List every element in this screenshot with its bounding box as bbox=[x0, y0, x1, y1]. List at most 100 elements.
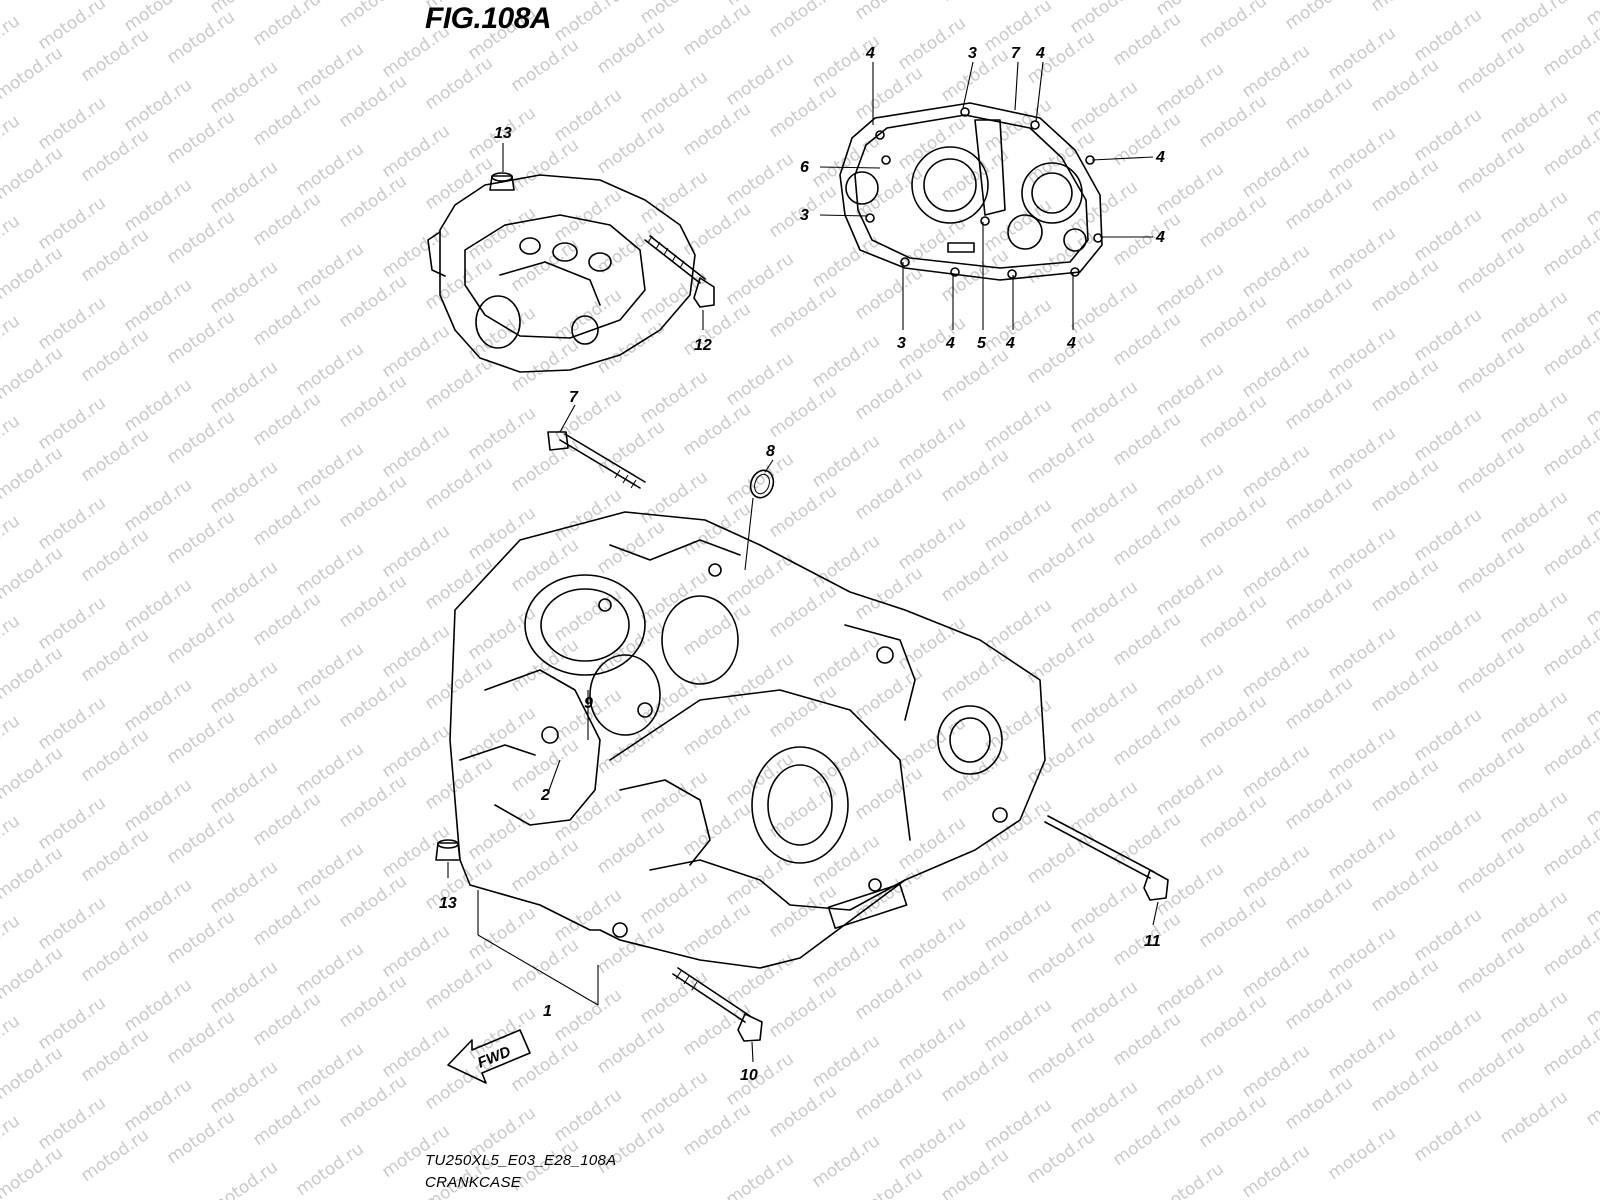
watermark-text: motod.ru bbox=[464, 903, 539, 964]
watermark-text: motod.ru bbox=[593, 417, 668, 478]
watermark-text: motod.ru bbox=[163, 107, 238, 168]
watermark-text: motod.ru bbox=[1023, 1027, 1098, 1088]
watermark-text: motod.ru bbox=[1539, 419, 1600, 480]
watermark-text: motod.ru bbox=[378, 621, 453, 682]
watermark-text: motod.ru bbox=[593, 17, 668, 78]
watermark-text: motod.ru bbox=[980, 295, 1055, 356]
watermark-text: motod.ru bbox=[335, 1071, 410, 1132]
watermark-text: motod.ru bbox=[163, 607, 238, 668]
watermark-text: motod.ru bbox=[206, 657, 281, 718]
watermark-text: motod.ru bbox=[1066, 777, 1141, 838]
watermark-text: motod.ru bbox=[1066, 677, 1141, 738]
watermark-text: motod.ru bbox=[206, 957, 281, 1018]
watermark-text: motod.ru bbox=[808, 1131, 883, 1192]
watermark-text: motod.ru bbox=[1367, 455, 1442, 516]
watermark-text: motod.ru bbox=[34, 793, 109, 854]
watermark-text: motod.ru bbox=[464, 303, 539, 364]
watermark-text: motod.ru bbox=[292, 1039, 367, 1100]
watermark-text: motod.ru bbox=[851, 263, 926, 324]
watermark-text: motod.ru bbox=[1496, 787, 1571, 848]
watermark-text: motod.ru bbox=[765, 581, 840, 642]
watermark-text: motod.ru bbox=[1195, 691, 1270, 752]
watermark-text: motod.ru bbox=[249, 0, 324, 50]
watermark-text: motod.ru bbox=[120, 375, 195, 436]
watermark-text: motod.ru bbox=[679, 1099, 754, 1160]
watermark-text: motod.ru bbox=[1582, 769, 1600, 830]
model-code: TU250XL5_E03_E28_108A bbox=[425, 1152, 617, 1169]
watermark-text: motod.ru bbox=[34, 693, 109, 754]
crankcase-face-drawing bbox=[839, 102, 1103, 281]
watermark-text: motod.ru bbox=[1496, 287, 1571, 348]
watermark-text: motod.ru bbox=[937, 1045, 1012, 1106]
watermark-text: motod.ru bbox=[1023, 627, 1098, 688]
watermark-text: motod.ru bbox=[1367, 955, 1442, 1016]
watermark-text: motod.ru bbox=[1238, 241, 1313, 302]
watermark-text: motod.ru bbox=[1281, 73, 1356, 134]
watermark-text: motod.ru bbox=[894, 413, 969, 474]
watermark-text: motod.ru bbox=[808, 631, 883, 692]
watermark-text: motod.ru bbox=[980, 495, 1055, 556]
watermark-text: motod.ru bbox=[507, 1035, 582, 1096]
watermark-text: motod.ru bbox=[1152, 1159, 1227, 1200]
watermark-text: motod.ru bbox=[34, 893, 109, 954]
watermark-text: motod.ru bbox=[722, 149, 797, 210]
watermark-text: motod.ru bbox=[1453, 1037, 1528, 1098]
watermark-text: motod.ru bbox=[1023, 527, 1098, 588]
watermark-text: motod.ru bbox=[851, 663, 926, 724]
callout-13: 13 bbox=[439, 895, 457, 912]
watermark-text: motod.ru bbox=[0, 611, 24, 672]
watermark-text: motod.ru bbox=[894, 513, 969, 574]
watermark-text: motod.ru bbox=[421, 253, 496, 314]
watermark-text: motod.ru bbox=[1281, 673, 1356, 734]
watermark-text: motod.ru bbox=[1582, 169, 1600, 230]
watermark-text: motod.ru bbox=[593, 917, 668, 978]
watermark-text: motod.ru bbox=[378, 321, 453, 382]
cylinder-assembly-drawing bbox=[427, 172, 715, 373]
callout-10: 10 bbox=[740, 1067, 758, 1084]
watermark-text: motod.ru bbox=[808, 1031, 883, 1092]
watermark-text: motod.ru bbox=[0, 943, 67, 1004]
watermark-text: motod.ru bbox=[1281, 373, 1356, 434]
leader-lines bbox=[447, 61, 1159, 1063]
watermark-text: motod.ru bbox=[0, 511, 24, 572]
watermark-text: motod.ru bbox=[679, 699, 754, 760]
watermark-text: motod.ru bbox=[292, 439, 367, 500]
watermark-text: motod.ru bbox=[851, 963, 926, 1024]
watermark-text: motod.ru bbox=[1324, 23, 1399, 84]
watermark-text: motod.ru bbox=[77, 1025, 152, 1086]
watermark-text: motod.ru bbox=[636, 667, 711, 728]
watermark-text: motod.ru bbox=[1324, 1123, 1399, 1184]
watermark-text: motod.ru bbox=[0, 811, 24, 872]
watermark-text: motod.ru bbox=[1066, 977, 1141, 1038]
callout-4: 4 bbox=[1155, 229, 1165, 246]
callout-6: 6 bbox=[800, 159, 809, 176]
watermark-text: motod.ru bbox=[1496, 387, 1571, 448]
watermark-text: motod.ru bbox=[120, 75, 195, 136]
watermark-text: motod.ru bbox=[1238, 641, 1313, 702]
watermark-text: motod.ru bbox=[1152, 559, 1227, 620]
watermark-text: motod.ru bbox=[1453, 837, 1528, 898]
watermark-text: motod.ru bbox=[335, 71, 410, 132]
watermark-text: motod.ru bbox=[1281, 0, 1356, 34]
watermark-text: motod.ru bbox=[120, 1075, 195, 1136]
watermark-text: motod.ru bbox=[550, 1085, 625, 1146]
watermark-text: motod.ru bbox=[1281, 173, 1356, 234]
watermark-text: motod.ru bbox=[722, 1149, 797, 1200]
watermark-text: motod.ru bbox=[722, 349, 797, 410]
watermark-text: motod.ru bbox=[77, 425, 152, 486]
watermark-text: motod.ru bbox=[1453, 37, 1528, 98]
watermark-text: motod.ru bbox=[1582, 969, 1600, 1030]
watermark-text: motod.ru bbox=[249, 589, 324, 650]
watermark-text: motod.ru bbox=[1453, 137, 1528, 198]
watermark-text: motod.ru bbox=[765, 381, 840, 442]
watermark-text: motod.ru bbox=[1195, 791, 1270, 852]
watermark-text: motod.ru bbox=[894, 113, 969, 174]
watermark-text: motod.ru bbox=[679, 299, 754, 360]
watermark-text: motod.ru bbox=[507, 335, 582, 396]
watermark-text: motod.ru bbox=[1281, 773, 1356, 834]
watermark-text: motod.ru bbox=[1410, 305, 1485, 366]
watermark-text: motod.ru bbox=[808, 831, 883, 892]
watermark-text: motod.ru bbox=[1195, 891, 1270, 952]
watermark-text: motod.ru bbox=[0, 11, 24, 72]
